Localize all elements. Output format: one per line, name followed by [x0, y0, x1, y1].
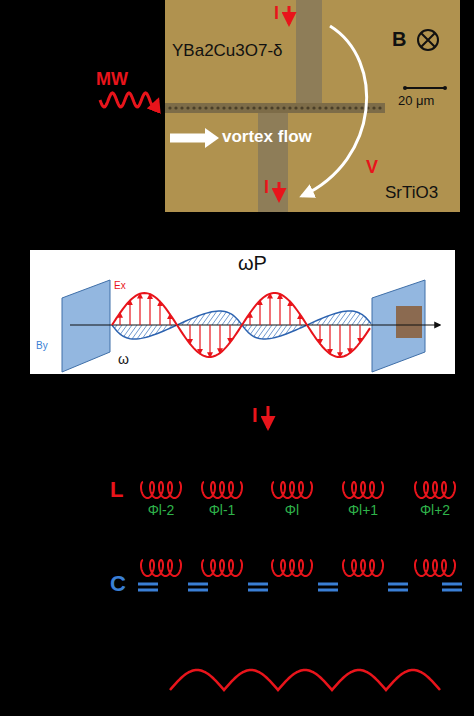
inductor-symbol	[272, 482, 312, 498]
frequency-name: ω	[118, 352, 129, 367]
inductor-symbol	[343, 560, 383, 576]
microwave-arrow	[100, 93, 158, 107]
current-name: I	[274, 4, 279, 24]
current-arrow	[278, 182, 281, 200]
flux-name: Φl+1	[348, 503, 378, 518]
field-symbol	[418, 30, 438, 50]
current-lead	[296, 0, 322, 103]
field-symbol	[421, 33, 435, 47]
wave-trace	[170, 670, 440, 690]
micrograph	[165, 0, 460, 212]
substrate-name: SrTiO3	[385, 184, 438, 203]
current-arrow	[288, 6, 291, 24]
capacitance-name: C	[110, 572, 126, 596]
material-name: YBa2Cu3O7-δ	[172, 42, 283, 61]
scale-label: 20 μm	[398, 94, 434, 108]
capacitor-symbol	[248, 584, 268, 590]
flow-arrow	[170, 134, 206, 143]
flow-arrowhead	[205, 128, 219, 148]
capacitor-symbol	[442, 584, 462, 590]
inductor-symbol	[343, 482, 383, 498]
frequency-name: ωP	[238, 252, 267, 274]
inductor-symbol	[415, 560, 455, 576]
scale-bar	[405, 87, 445, 89]
signal-name: MW	[96, 70, 128, 90]
flow-label: vortex flow	[222, 128, 312, 147]
inductor-symbol	[415, 482, 455, 498]
flux-name: Φl	[285, 503, 299, 518]
capacitor-symbol	[388, 584, 408, 590]
vortex-dots	[168, 106, 381, 109]
current-name: I	[252, 404, 258, 426]
film-ground	[165, 0, 460, 212]
voltage-name: V	[366, 158, 378, 178]
flux-name: Φl+2	[420, 503, 450, 518]
em-wave	[62, 280, 440, 372]
wave-panel	[30, 250, 455, 374]
capacitor-symbol	[138, 584, 158, 590]
inductor-symbol	[272, 560, 312, 576]
current-arrow	[302, 26, 367, 196]
current-name: I	[264, 178, 269, 198]
inductance-name: L	[110, 478, 123, 502]
inductor-symbol	[202, 482, 242, 498]
inductor-symbol	[141, 482, 181, 498]
flux-name: Φl-2	[148, 503, 175, 518]
inductor-symbol	[202, 560, 242, 576]
flux-name: Φl-1	[209, 503, 236, 518]
current-arrow	[267, 406, 270, 428]
channel-strip	[165, 103, 385, 113]
axis-name: By	[36, 340, 48, 351]
field-name: B	[392, 28, 406, 50]
capacitor-symbol	[318, 584, 338, 590]
inductor-symbol	[141, 560, 181, 576]
axis-name: Ex	[114, 280, 126, 291]
circuit	[138, 482, 462, 690]
capacitor-symbol	[188, 584, 208, 590]
